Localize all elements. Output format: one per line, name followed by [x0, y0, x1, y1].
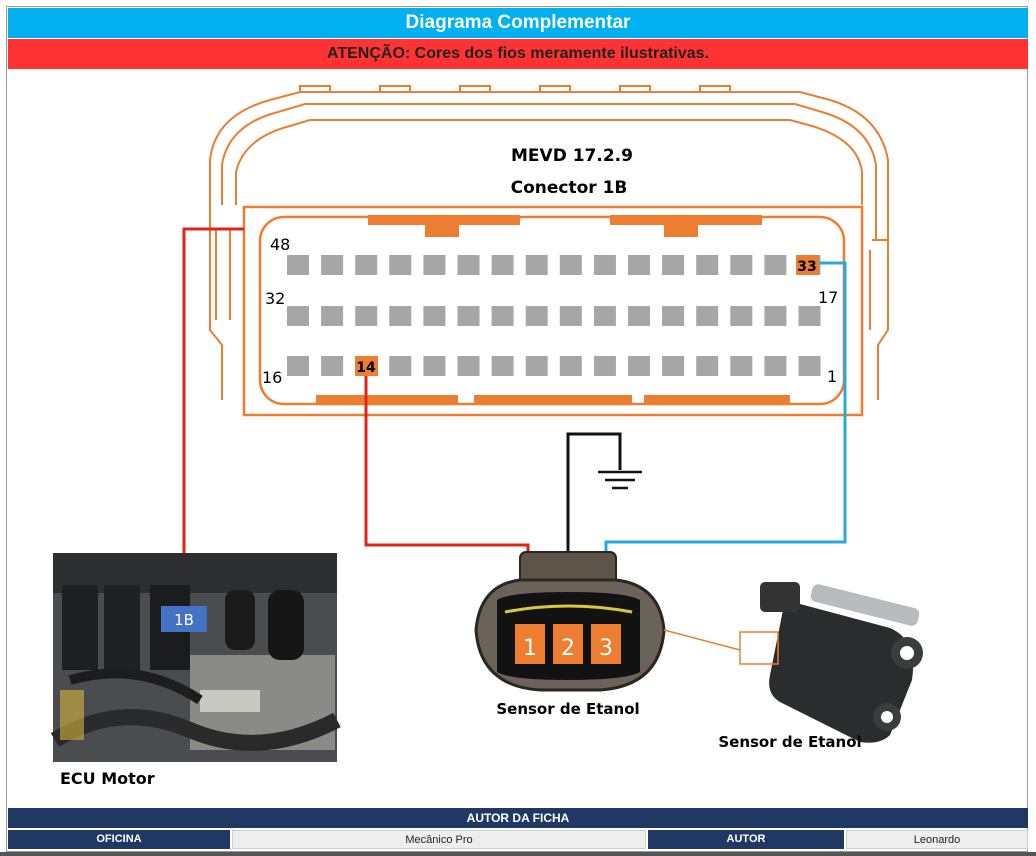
- pin-cavity: [730, 255, 753, 275]
- connector-name: Conector 1B: [511, 178, 628, 198]
- plug-pin-1: [515, 624, 545, 664]
- bottom-border: [0, 852, 1036, 856]
- pin-cavity: [525, 255, 548, 275]
- pointer-line: [663, 629, 741, 651]
- pin-cavity: [593, 356, 616, 376]
- sensor-plug-caption: Sensor de Etanol: [496, 700, 639, 718]
- footer-workshop-value: Mecânico Pro: [232, 830, 646, 849]
- pin-cavity: [389, 306, 412, 326]
- ecu-photo: [50, 553, 341, 762]
- pin-cavity: [321, 255, 344, 275]
- pin-cavity: [628, 356, 650, 376]
- pin-cavity: [287, 255, 309, 275]
- pin-cavity: [559, 356, 582, 376]
- pin-14-label: 14: [356, 360, 376, 376]
- pin-cavity: [321, 306, 344, 326]
- ecu-badge-label: 1B: [174, 611, 194, 629]
- pin-cavity: [628, 255, 650, 275]
- pin-cavity: [355, 306, 378, 326]
- page-title: Diagrama Complementar: [8, 8, 1028, 38]
- connector-body: [242, 205, 864, 417]
- pin-cavity: [696, 306, 719, 326]
- pin-cavity: [491, 306, 514, 326]
- pin-cavity: [355, 255, 378, 275]
- pin-33-label: 33: [797, 259, 816, 275]
- pin-cavity: [662, 255, 685, 275]
- connector-keys: [316, 215, 790, 404]
- pin-cavity: [628, 306, 650, 326]
- pin-label-48: 48: [270, 235, 290, 254]
- pin-cavity: [764, 255, 787, 275]
- footer-workshop-label: OFICINA: [8, 830, 230, 849]
- pin-label-16: 16: [262, 368, 282, 387]
- pin-cavity: [593, 255, 616, 275]
- connector-face: [258, 215, 846, 406]
- pin-cavity: [662, 356, 685, 376]
- plug-pin-3: [591, 624, 621, 664]
- pin-cavity: [730, 306, 753, 326]
- pin-14-highlight: [355, 356, 378, 376]
- pin-label-17: 17: [818, 288, 838, 307]
- sensor-connector-highlight: [739, 631, 779, 665]
- pin-cavity: [764, 306, 787, 326]
- pin-cavity: [525, 356, 548, 376]
- plug-pin-3-label: 3: [599, 636, 613, 661]
- pin-cavity: [593, 306, 616, 326]
- pin-cavity: [491, 255, 514, 275]
- pin-cavity: [559, 255, 582, 275]
- footer-heading: AUTOR DA FICHA: [8, 808, 1028, 828]
- plug-pin-2-label: 2: [561, 636, 575, 661]
- pin-cavity: [491, 356, 514, 376]
- pin-cavity: [287, 306, 309, 326]
- pin-cavity: [457, 356, 480, 376]
- pin-label-1: 1: [827, 367, 837, 386]
- plug-pin-1-label: 1: [523, 636, 537, 661]
- pin-cavity: [423, 306, 446, 326]
- ecu-badge: [161, 606, 207, 632]
- pin-cavity: [389, 356, 412, 376]
- pin-cavity: [798, 306, 821, 326]
- black-wire-ground: [566, 432, 622, 636]
- pin-cavity: [457, 255, 480, 275]
- pin-cavity: [798, 356, 821, 376]
- ecu-caption: ECU Motor: [60, 769, 155, 788]
- footer-author-label: AUTOR: [648, 830, 844, 849]
- pin-cavity: [389, 255, 412, 275]
- pin-cavity: [696, 255, 719, 275]
- pin-cavity: [287, 356, 309, 376]
- plug-pin-2: [553, 624, 583, 664]
- connector-housing: [209, 85, 889, 400]
- pin-cavity: [559, 306, 582, 326]
- pin-cavity: [662, 306, 685, 326]
- pin-cavity: [423, 255, 446, 275]
- pin-cavity: [730, 356, 753, 376]
- pin-cavity: [764, 356, 787, 376]
- sensor-photo-caption: Sensor de Etanol: [718, 733, 861, 751]
- footer-author-value: Leonardo: [846, 830, 1028, 849]
- pin-33-highlight: [796, 255, 819, 275]
- pin-cavity: [423, 356, 446, 376]
- pin-label-32: 32: [265, 289, 285, 308]
- connector-model: MEVD 17.2.9: [511, 146, 633, 166]
- pin-cavity: [696, 356, 719, 376]
- pin-cavity: [321, 356, 344, 376]
- pin-cavity: [525, 306, 548, 326]
- sensor-photo: [760, 582, 923, 743]
- pin-grid: [287, 255, 821, 376]
- red-wire-ecu: [182, 227, 244, 606]
- warning-banner: ATENÇÃO: Cores dos fios meramente ilustr…: [8, 39, 1028, 69]
- pin-cavity: [457, 306, 480, 326]
- sensor-plug-illustration: [474, 551, 666, 692]
- ground-icon: [598, 470, 642, 490]
